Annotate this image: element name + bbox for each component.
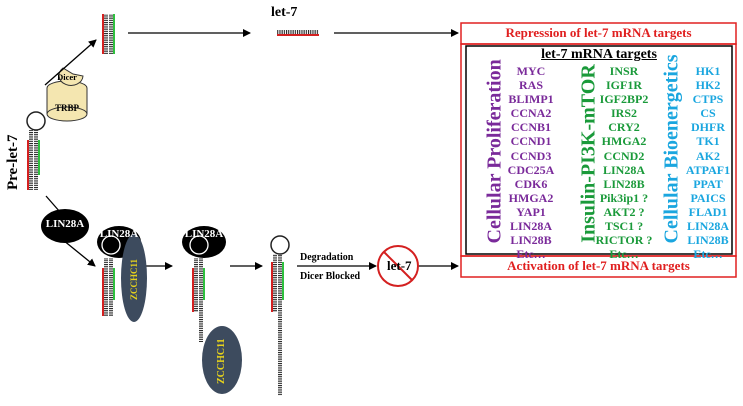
gene-item: CDC25A — [507, 162, 555, 177]
blocked-let7-label: let-7 — [387, 258, 412, 273]
targets-outer-box — [460, 43, 737, 257]
gene-item: Etc… — [609, 247, 639, 262]
gene-item: TSC1 ? — [604, 219, 644, 234]
gene-item: YAP1 — [516, 204, 546, 219]
lin28a-oval-1 — [41, 209, 89, 243]
activation-title: Activation of let-7 mRNA targets — [507, 258, 690, 273]
gene-item: HK1 — [695, 64, 721, 78]
pre-let7-hairpin — [26, 111, 46, 190]
gene-item: Etc… — [516, 247, 546, 262]
uridylated-pre-let7 — [270, 235, 290, 396]
targets-inner-box — [465, 45, 733, 255]
gene-item: RICTOR ? — [595, 233, 653, 248]
arrow-to-dicer-product — [44, 39, 97, 86]
gene-item: LIN28B — [687, 233, 729, 248]
gene-item: CCND1 — [510, 134, 552, 149]
gene-item: LIN28A — [686, 219, 729, 234]
pre-let7-label: Pre-let-7 — [5, 134, 21, 190]
gene-item: HMGA2 — [601, 134, 647, 149]
zcchc11-label-2: ZCCHC11 — [216, 338, 227, 384]
gene-item: CDK6 — [514, 176, 548, 191]
blocked-let7-symbol — [377, 245, 419, 287]
gene-item: CS — [700, 106, 716, 121]
arrow-to-complex-1 — [62, 239, 96, 267]
arrow-to-lin28a — [45, 195, 61, 213]
lin28a-label-2: LIN28A — [99, 228, 139, 240]
let7-top-label: let-7 — [271, 5, 298, 20]
trbp-label: TRBP — [54, 103, 79, 113]
gene-item: CRY2 — [608, 120, 640, 135]
gene-item: CCNA2 — [510, 106, 552, 121]
gene-item: IGF2BP2 — [599, 92, 649, 107]
gene-item: BLIMP1 — [508, 92, 554, 107]
gene-item: Pik3ip1 ? — [599, 190, 649, 205]
gene-item: IGF1R — [606, 78, 642, 93]
degradation-label: Degradation — [300, 252, 354, 263]
gene-item: PAICS — [690, 190, 726, 205]
gene-item: INSR — [609, 64, 639, 78]
gene-item: FLAD1 — [688, 204, 728, 219]
gene-item: LIN28A — [602, 162, 645, 177]
gene-item: ATPAF1 — [685, 162, 731, 177]
gene-item: CCNB1 — [510, 120, 551, 135]
dicer-trbp-complex — [46, 67, 88, 122]
lin28a-zcchc11-complex-1 — [97, 226, 147, 322]
gene-item: HK2 — [695, 78, 721, 93]
gene-item: IRS2 — [610, 106, 637, 121]
lin28a-zcchc11-complex-2 — [182, 226, 242, 394]
pre-mirna-duplex-top — [102, 14, 115, 54]
gene-item: CCND2 — [603, 148, 645, 163]
gene-item: Etc… — [693, 247, 723, 262]
gene-item: CCND3 — [510, 148, 552, 163]
genes-cellular-bioenergetics: HK1 HK2 CTPS CS DHFR TK1 AK2 ATPAF1 PPAT… — [682, 64, 734, 261]
targets-title: let-7 mRNA targets — [541, 47, 657, 62]
lin28a-label-1: LIN28A — [45, 218, 85, 230]
dicer-blocked-label: Dicer Blocked — [300, 271, 361, 282]
repression-title: Repression of let-7 mRNA targets — [505, 25, 692, 40]
genes-insulin-pi3k-mtor: INSR IGF1R IGF2BP2 IRS2 CRY2 HMGA2 CCND2… — [591, 64, 657, 261]
zcchc11-label-1: ZCCHC11 — [129, 258, 139, 300]
gene-item: HMGA2 — [508, 190, 554, 205]
gene-item: PPAT — [693, 176, 723, 191]
gene-item: LIN28B — [510, 233, 552, 248]
lin28a-label-3: LIN28A — [184, 228, 224, 240]
gene-item: DHFR — [691, 120, 725, 135]
gene-item: AKT2 ? — [603, 204, 645, 219]
gene-item: LIN28A — [509, 219, 552, 234]
gene-item: MYC — [516, 64, 546, 78]
heading-cellular-bioenergetics: Cellular Bioenergetics — [660, 54, 683, 244]
gene-item: TK1 — [696, 134, 720, 149]
let7-mature-strand — [277, 30, 319, 36]
gene-item: LIN28B — [603, 176, 645, 191]
gene-item: AK2 — [696, 148, 720, 163]
genes-cellular-proliferation: MYC RAS BLIMP1 CCNA2 CCNB1 CCND1 CCND3 C… — [500, 64, 562, 261]
gene-item: CTPS — [692, 92, 724, 107]
gene-item: RAS — [518, 78, 543, 93]
dicer-label: Dicer — [57, 72, 77, 82]
